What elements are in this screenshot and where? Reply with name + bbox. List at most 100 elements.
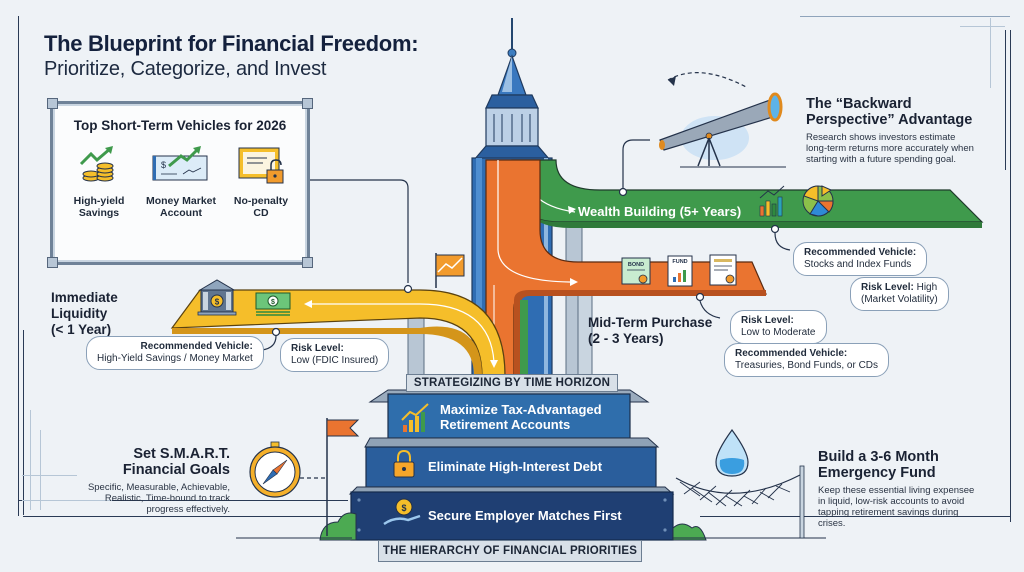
callout-pins (271, 187, 780, 337)
mid-term-risk-callout: Risk Level: Low to Moderate (730, 310, 827, 344)
immediate-vehicle-callout: Recommended Vehicle: High-Yield Savings … (86, 336, 264, 370)
bank-icon: $ (197, 279, 237, 316)
frame-line (1010, 30, 1011, 522)
flag-chart-icon (435, 253, 465, 288)
blueprint-grid-line (40, 430, 41, 510)
svg-text:$: $ (215, 298, 220, 307)
blueprint-grid-line (960, 26, 1005, 27)
callout-value: Low (FDIC Insured) (291, 355, 379, 366)
frame-line (700, 516, 1010, 517)
pyramid-tier-debt: Eliminate High-Interest Debt (428, 459, 602, 474)
hierarchy-banner: THE HIERARCHY OF FINANCIAL PRIORITIES (378, 540, 642, 562)
bar-chart-growth-icon (759, 185, 785, 217)
money-bag-hand-icon: $ (383, 498, 421, 526)
blueprint-grid-line (22, 475, 77, 476)
callout-value: High-Yield Savings / Money Market (97, 353, 253, 364)
frame-line (23, 516, 343, 517)
support-pillar (407, 317, 425, 377)
wealth-vehicle-callout: Recommended Vehicle: Stocks and Index Fu… (793, 242, 928, 276)
certificate-lock-icon (238, 147, 284, 184)
panel-corner (302, 257, 313, 268)
blueprint-grid-line (22, 500, 112, 501)
safety-net-icon (675, 465, 805, 539)
mid-term-vehicle-callout: Recommended Vehicle: Treasuries, Bond Fu… (724, 343, 890, 377)
panel-corner (47, 98, 58, 109)
short-term-vehicles-panel: Top Short-Term Vehicles for 2026 High-yi… (47, 98, 313, 268)
page-subtitle: Prioritize, Categorize, and Invest (44, 58, 327, 80)
bond-label: BOND (628, 262, 644, 268)
callout-value: Stocks and Index Funds (804, 259, 912, 270)
compass-stopwatch-icon (249, 441, 327, 498)
telescope-icon (659, 72, 786, 168)
tier-label: Maximize Tax-Advantaged (440, 402, 602, 417)
frame-line (23, 330, 24, 515)
wealth-risk-callout: Risk Level: High (Market Volatility) (850, 277, 949, 311)
svg-text:$: $ (271, 299, 275, 306)
panel-corner (47, 257, 58, 268)
coins-growth-icon (79, 146, 114, 182)
svg-text:$: $ (161, 160, 166, 170)
callout-heading: Recommended Vehicle: (735, 348, 848, 359)
frame-line (18, 500, 348, 501)
time-horizon-banner: STRATEGIZING BY TIME HORIZON (406, 374, 618, 392)
check-growth-icon: $ (152, 146, 208, 181)
connector-line (304, 179, 409, 283)
goal-flag-icon (326, 418, 360, 536)
bush-decoration (319, 512, 357, 541)
callout-value: (Market Volatility) (861, 294, 938, 305)
mid-term-label: Mid-Term Purchase(2 - 3 Years) (588, 315, 713, 346)
panel-corner (302, 98, 313, 109)
frame-line (1005, 30, 1006, 170)
blueprint-grid-line (30, 410, 31, 510)
smart-goals-body: Specific, Measurable, Achievable,Realist… (87, 482, 230, 515)
tier-label: Secure Employer Matches First (428, 508, 622, 523)
frame-line (18, 16, 19, 516)
water-drop-icon (715, 428, 749, 477)
callout-value: Treasuries, Bond Funds, or CDs (735, 360, 879, 371)
pyramid-tier-employer-match: Secure Employer Matches First (428, 508, 622, 523)
fund-label: FUND (672, 259, 687, 265)
pie-chart-icon (802, 185, 834, 217)
callout-heading: Risk Level: (291, 343, 344, 354)
bond-icon: BOND (621, 257, 651, 285)
tier-label: Retirement Accounts (440, 417, 571, 432)
frame-line (800, 16, 1010, 17)
padlock-icon (393, 449, 415, 478)
smart-goals-title: Set S.M.A.R.T.Financial Goals (122, 446, 230, 478)
callout-value: High (916, 282, 938, 293)
page-title: The Blueprint for Financial Freedom: (44, 31, 419, 56)
immediate-risk-callout: Risk Level: Low (FDIC Insured) (280, 338, 390, 372)
growth-chart-icon (401, 403, 429, 432)
callout-heading: Recommended Vehicle: (140, 341, 253, 352)
panel-title: Top Short-Term Vehicles for 2026 (73, 118, 287, 133)
tier-label: Eliminate High-Interest Debt (428, 459, 603, 474)
blueprint-grid-line (990, 18, 991, 88)
connector-line (261, 335, 277, 351)
connector-line (774, 232, 791, 251)
connector-line (622, 139, 650, 188)
callout-value: Low to Moderate (741, 327, 816, 338)
callout-heading: Risk Level: (741, 315, 794, 326)
smart-goals-section: Set S.M.A.R.T.Financial Goals Specific, … (68, 446, 230, 515)
callout-heading: Recommended Vehicle: (804, 247, 917, 258)
certificate-icon (709, 254, 737, 286)
bush-decoration (672, 523, 707, 541)
wealth-building-label: Wealth Building (5+ Years) (578, 204, 742, 219)
fund-report-icon: FUND (667, 255, 693, 287)
connector-line (699, 300, 721, 319)
